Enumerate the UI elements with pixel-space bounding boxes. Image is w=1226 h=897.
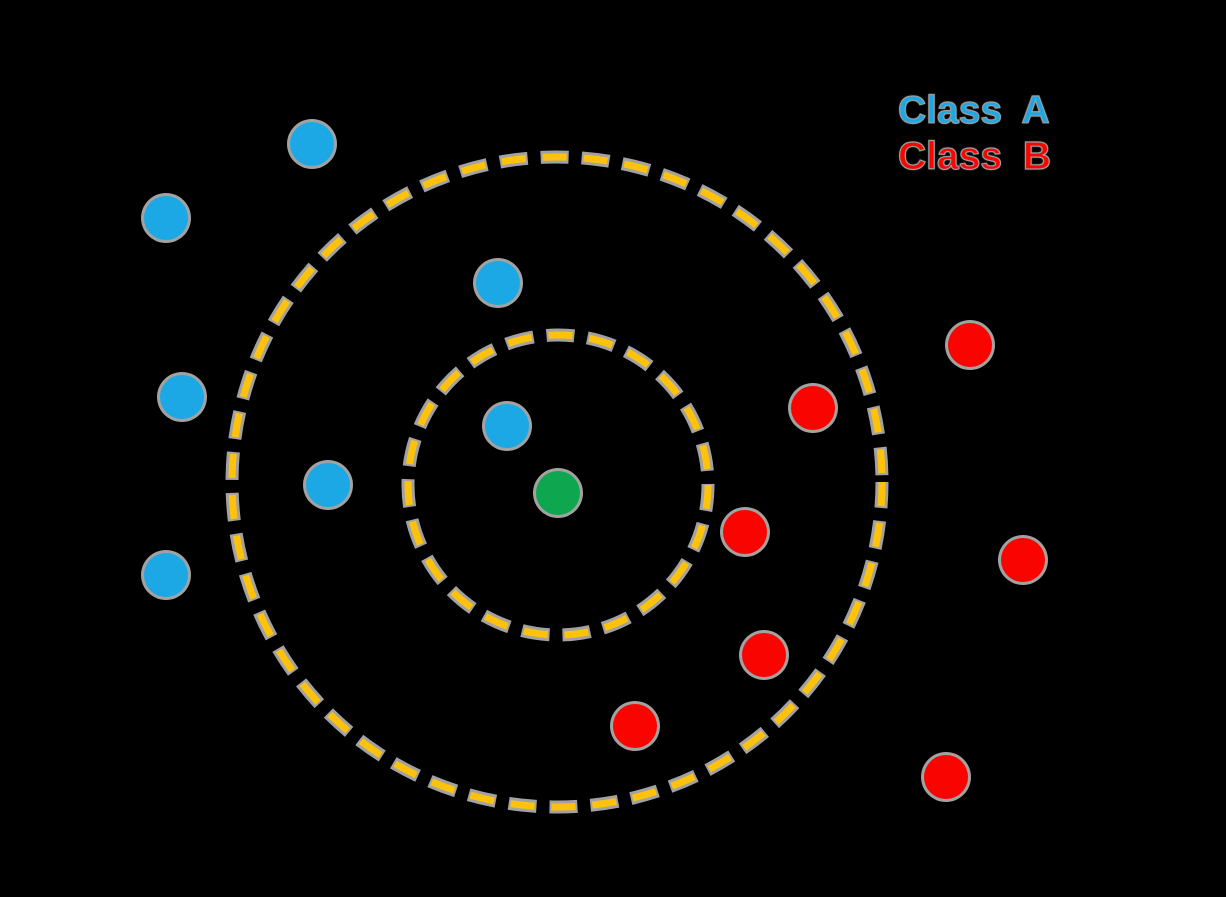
class-a-point-2 xyxy=(141,193,191,243)
class-a-point-1-dot xyxy=(290,122,334,166)
class-b-point-5-dot xyxy=(948,323,992,367)
class-a-point-5 xyxy=(141,550,191,600)
class-a-point-4-dot xyxy=(306,463,350,507)
class-b-point-2 xyxy=(720,507,770,557)
class-b-point-4-dot xyxy=(613,704,657,748)
class-a-point-6-dot xyxy=(476,261,520,305)
neighborhood-rings-layer xyxy=(225,150,889,814)
outer-neighborhood-ring-dash xyxy=(228,153,886,811)
class-b-point-1 xyxy=(788,383,838,433)
class-b-point-4 xyxy=(610,701,660,751)
query-point xyxy=(533,468,583,518)
class-b-point-3-dot xyxy=(742,633,786,677)
outer-neighborhood-ring xyxy=(225,150,889,814)
class-b-point-5 xyxy=(945,320,995,370)
class-a-point-3-dot xyxy=(160,375,204,419)
class-b-point-7-dot xyxy=(924,755,968,799)
inner-neighborhood-ring xyxy=(401,328,715,642)
class-b-point-6-dot xyxy=(1001,538,1045,582)
class-b-point-2-dot xyxy=(723,510,767,554)
class-a-point-7 xyxy=(482,401,532,451)
class-a-point-1 xyxy=(287,119,337,169)
class-a-point-3 xyxy=(157,372,207,422)
class-a-point-6 xyxy=(473,258,523,308)
data-points-layer xyxy=(141,119,1048,802)
legend: Class A Class B xyxy=(897,88,1052,180)
inner-neighborhood-ring-dash xyxy=(404,331,712,639)
class-b-point-7 xyxy=(921,752,971,802)
query-point-dot xyxy=(536,471,580,515)
legend-class-b: Class B xyxy=(897,134,1052,178)
class-b-point-1-dot xyxy=(791,386,835,430)
class-b-point-6 xyxy=(998,535,1048,585)
legend-class-a: Class A xyxy=(897,88,1050,132)
class-a-point-5-dot xyxy=(144,553,188,597)
class-b-point-3 xyxy=(739,630,789,680)
class-a-point-2-dot xyxy=(144,196,188,240)
class-a-point-7-dot xyxy=(485,404,529,448)
class-a-point-4 xyxy=(303,460,353,510)
